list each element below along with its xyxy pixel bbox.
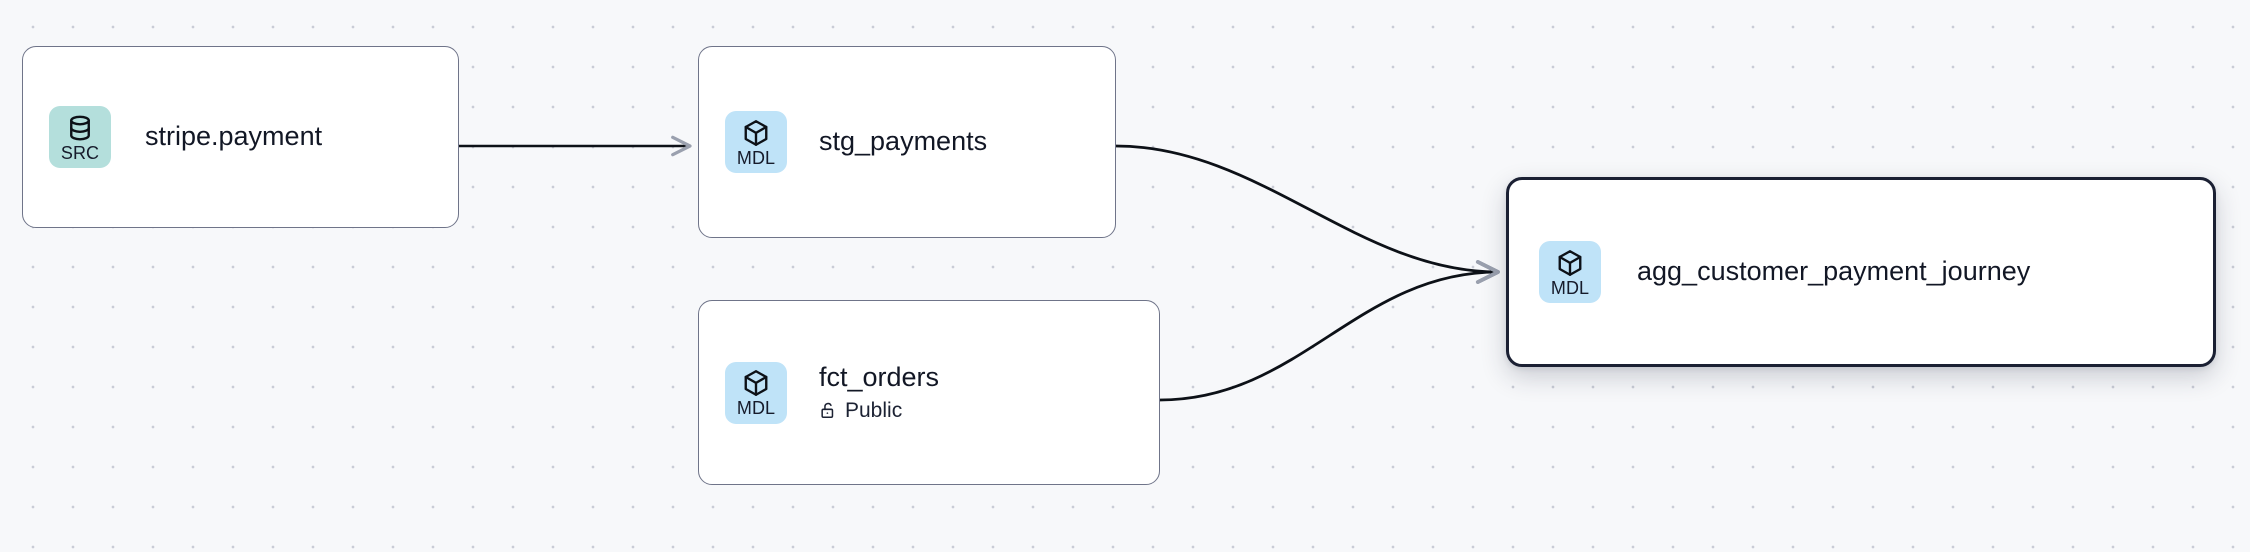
node-text-block: agg_customer_payment_journey [1637, 256, 2031, 287]
cube-icon [744, 119, 768, 146]
lineage-node-agg-customer-payment-journey[interactable]: MDL agg_customer_payment_journey [1506, 177, 2216, 367]
cube-icon [1558, 249, 1582, 276]
database-icon [70, 115, 90, 140]
cube-icon [744, 370, 768, 396]
node-text-block: fct_orders Public [819, 361, 940, 423]
node-title: fct_orders [819, 361, 940, 392]
node-type-badge-mdl: MDL [725, 361, 787, 424]
node-text-block: stg_payments [819, 126, 988, 157]
badge-label: MDL [736, 398, 776, 418]
node-visibility-label: Public [845, 399, 903, 423]
node-title: stripe.payment [145, 121, 323, 152]
node-type-badge-src: SRC [49, 106, 111, 168]
edge-stg-to-agg [1115, 144, 1500, 284]
badge-label: MDL [1550, 277, 1590, 298]
node-title: stg_payments [819, 126, 988, 157]
node-title: agg_customer_payment_journey [1637, 256, 2031, 287]
node-text-block: stripe.payment [145, 121, 323, 152]
edge-fct-to-agg [1159, 260, 1500, 402]
lineage-node-stg-payments[interactable]: MDL stg_payments [698, 46, 1116, 238]
badge-label: SRC [60, 142, 100, 163]
lineage-node-stripe-payment[interactable]: SRC stripe.payment [22, 46, 459, 228]
node-type-badge-mdl: MDL [725, 111, 787, 173]
lineage-node-fct-orders[interactable]: MDL fct_orders Public [698, 300, 1160, 485]
node-type-badge-mdl: MDL [1539, 241, 1601, 303]
badge-label: MDL [736, 147, 776, 168]
node-visibility: Public [819, 399, 939, 422]
unlock-icon [821, 403, 834, 419]
